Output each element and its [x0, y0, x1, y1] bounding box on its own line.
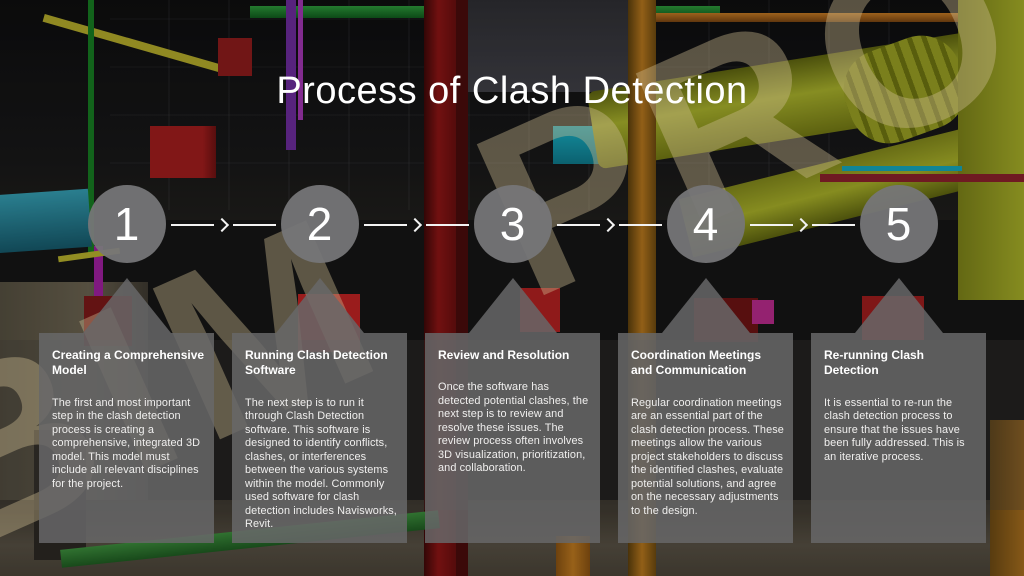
green-vertical-left — [88, 0, 94, 255]
step-card: Review and Resolution Once the software … — [425, 333, 600, 543]
step-arrow-connector — [749, 217, 855, 233]
arrow-chevron-icon — [600, 217, 615, 233]
step-card: Re-running Clash Detection It is essenti… — [811, 333, 986, 543]
gray-duct-topcenter — [468, 0, 638, 92]
step-card: Running Clash Detection Software The nex… — [232, 333, 407, 543]
arrow-line-right — [425, 223, 469, 227]
step-circle: 3 — [473, 185, 552, 263]
arrow-line-left — [556, 223, 600, 227]
step-circle: 4 — [666, 185, 745, 263]
step-arrow-connector — [363, 217, 469, 233]
red-box-topleft — [150, 126, 216, 178]
step-number: 5 — [885, 198, 912, 250]
step-5: 5 Re-running Clash Detection It is essen… — [811, 0, 986, 576]
step-card: Creating a Comprehensive Model The first… — [39, 333, 214, 543]
arrow-line-left — [170, 223, 214, 227]
arrow-line-right — [618, 223, 662, 227]
step-card-title: Coordination Meetings and Communication — [631, 348, 761, 378]
cyan-strip-right — [842, 166, 962, 171]
purple-strip-top — [286, 0, 296, 150]
step-1: 1 Creating a Comprehensive Model The fir… — [39, 0, 276, 576]
step-circle: 2 — [280, 185, 359, 263]
step-card-body: The first and most important step in the… — [52, 396, 201, 490]
step-4: 4 Coordination Meetings and Communicatio… — [618, 0, 855, 576]
card-pointer-triangle — [468, 278, 557, 333]
card-pointer-triangle — [854, 278, 943, 333]
step-circle: 1 — [87, 185, 166, 263]
arrow-line-right — [811, 223, 855, 227]
card-pointer-triangle — [661, 278, 750, 333]
step-3: 3 Review and Resolution Once the softwar… — [425, 0, 662, 576]
step-number: 1 — [113, 198, 140, 250]
step-card-body: The next step is to run it through Clash… — [245, 396, 397, 531]
orange-pipe-bottomright — [990, 420, 1024, 576]
arrow-line-right — [232, 223, 276, 227]
card-pointer-triangle — [82, 278, 171, 333]
step-number: 3 — [499, 198, 526, 250]
arrow-line-left — [363, 223, 407, 227]
step-circle: 5 — [859, 185, 938, 263]
page-title: Process of Clash Detection — [276, 70, 748, 112]
arrow-line-left — [749, 223, 793, 227]
step-card-title: Review and Resolution — [438, 348, 570, 362]
step-number: 4 — [692, 198, 719, 250]
magenta-strip-top — [298, 0, 303, 120]
step-arrow-connector — [556, 217, 662, 233]
step-card-title: Creating a Comprehensive Model — [52, 348, 205, 378]
yellow-duct-right-edge — [958, 0, 1024, 300]
red-box-top2 — [218, 38, 252, 76]
magenta-box-mid — [752, 300, 774, 324]
arrow-chevron-icon — [214, 217, 229, 233]
arrow-chevron-icon — [793, 217, 808, 233]
orange-pipe-top — [640, 13, 1024, 22]
step-card-title: Re-running Clash Detection — [824, 348, 925, 378]
step-card-title: Running Clash Detection Software — [245, 348, 388, 378]
step-card-body: Regular coordination meetings are an ess… — [631, 396, 784, 517]
step-2: 2 Running Clash Detection Software The n… — [232, 0, 469, 576]
step-card-body: Once the software has detected potential… — [438, 381, 589, 475]
step-arrow-connector — [170, 217, 276, 233]
arrow-chevron-icon — [407, 217, 422, 233]
red-pipe-right — [820, 174, 1024, 182]
card-pointer-triangle — [275, 278, 364, 333]
step-card: Coordination Meetings and Communication … — [618, 333, 793, 543]
step-number: 2 — [306, 198, 333, 250]
step-card-body: It is essential to re-run the clash dete… — [824, 396, 965, 463]
